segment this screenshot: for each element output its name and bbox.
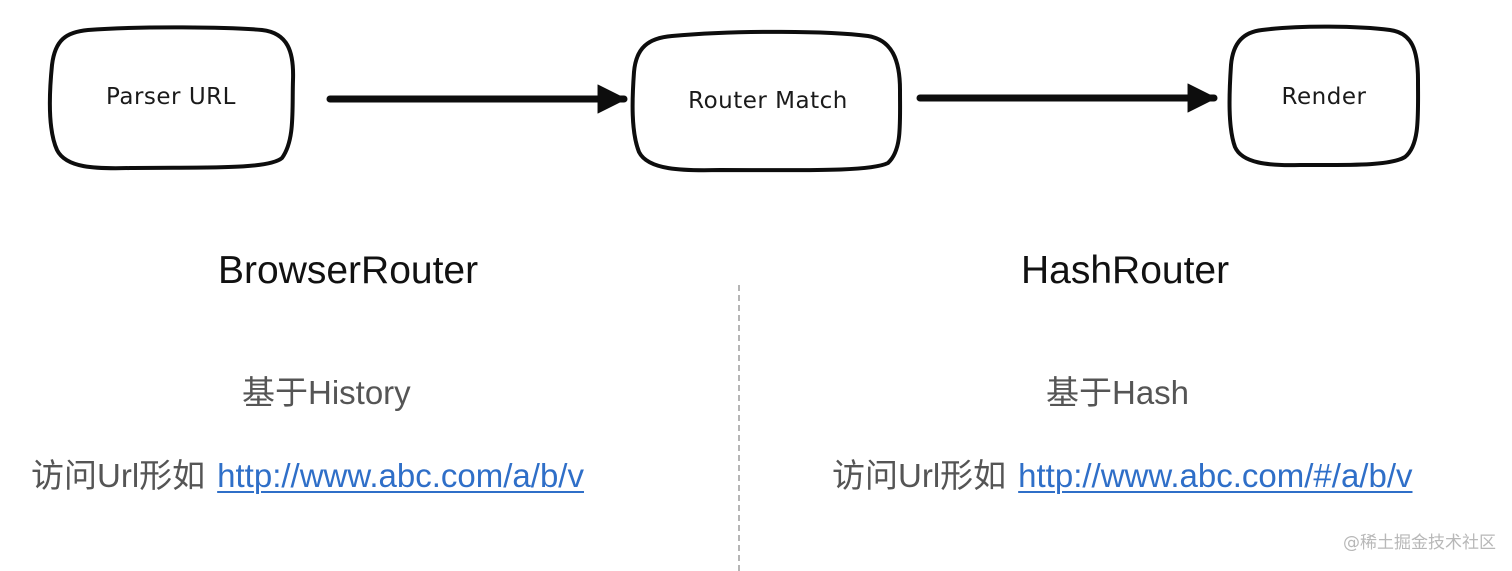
column-divider [738, 285, 740, 571]
hash-router-url-line: 访问Url形如 http://www.abc.com/#/a/b/v [832, 449, 1413, 497]
flow-step-label: Router Match [688, 88, 848, 114]
watermark: @稀土掘金技术社区 [1343, 533, 1496, 553]
hash-router-url-link[interactable]: http://www.abc.com/#/a/b/v [1018, 457, 1413, 494]
flow-box-render [1227, 24, 1421, 168]
flow-step-render: Render [1227, 24, 1421, 168]
flow-box-router-match [630, 29, 903, 173]
hash-router-basis: 基于Hash [1046, 374, 1190, 411]
browser-router-basis: 基于History [242, 374, 411, 411]
flow-step-label: Render [1282, 84, 1367, 110]
flow-step-parser-url: Parser URL [47, 25, 296, 171]
browser-router-title: BrowserRouter [218, 249, 479, 292]
flow-step-label: Parser URL [106, 84, 236, 110]
flow-box-parser-url [47, 25, 296, 171]
url-prefix-label: 访问Url形如 [31, 457, 206, 494]
url-prefix-label: 访问Url形如 [832, 457, 1007, 494]
hash-router-title: HashRouter [1021, 249, 1230, 292]
flow-step-router-match: Router Match [630, 29, 903, 173]
browser-router-url-link[interactable]: http://www.abc.com/a/b/v [217, 457, 584, 494]
browser-router-url-line: 访问Url形如 http://www.abc.com/a/b/v [31, 449, 584, 497]
